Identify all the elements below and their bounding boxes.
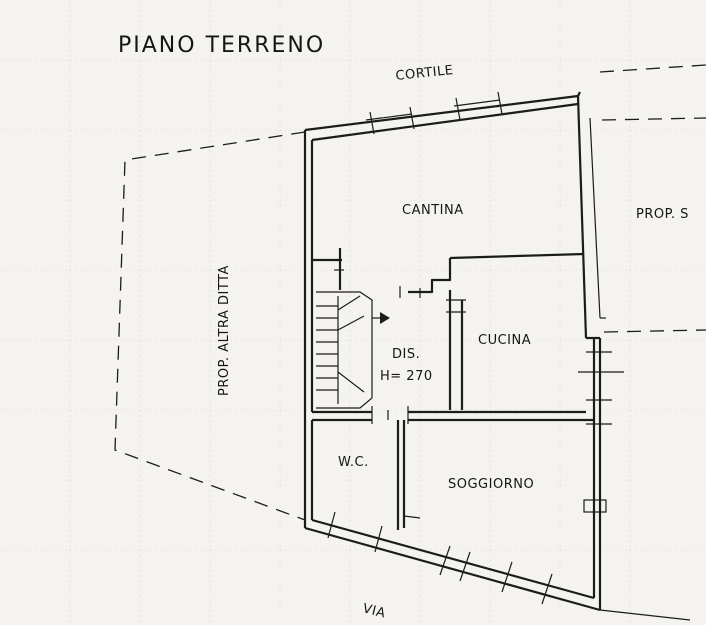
label-soggiorno: SOGGIORNO	[448, 477, 534, 492]
label-cucina: CUCINA	[478, 333, 531, 348]
window-bottom-3	[501, 561, 553, 605]
label-via: VIA	[361, 601, 387, 621]
exterior-walls	[303, 91, 691, 621]
label-prop-right: PROP. S	[636, 207, 689, 222]
interior-walls	[312, 248, 594, 530]
window-top-1	[365, 106, 415, 135]
right-property-outline-low	[603, 329, 706, 333]
left-property-outline	[114, 131, 306, 521]
label-cortile: CORTILE	[395, 63, 454, 84]
window-bottom-2	[439, 545, 471, 582]
label-height: H= 270	[380, 369, 433, 384]
door-marks	[334, 269, 466, 424]
right-property-outline-mid	[601, 117, 706, 121]
label-dis: DIS.	[392, 347, 420, 362]
label-wc: W.C.	[338, 455, 369, 470]
plan-title: PIANO TERRENO	[118, 33, 325, 58]
staircase	[316, 291, 390, 409]
window-top-2	[453, 91, 503, 121]
right-property-outline-top	[599, 64, 706, 73]
right-wall-openings	[578, 351, 624, 513]
label-prop-left: PROP. ALTRA DITTA	[217, 265, 232, 396]
window-bottom-1	[327, 511, 383, 553]
label-cantina: CANTINA	[402, 203, 464, 218]
